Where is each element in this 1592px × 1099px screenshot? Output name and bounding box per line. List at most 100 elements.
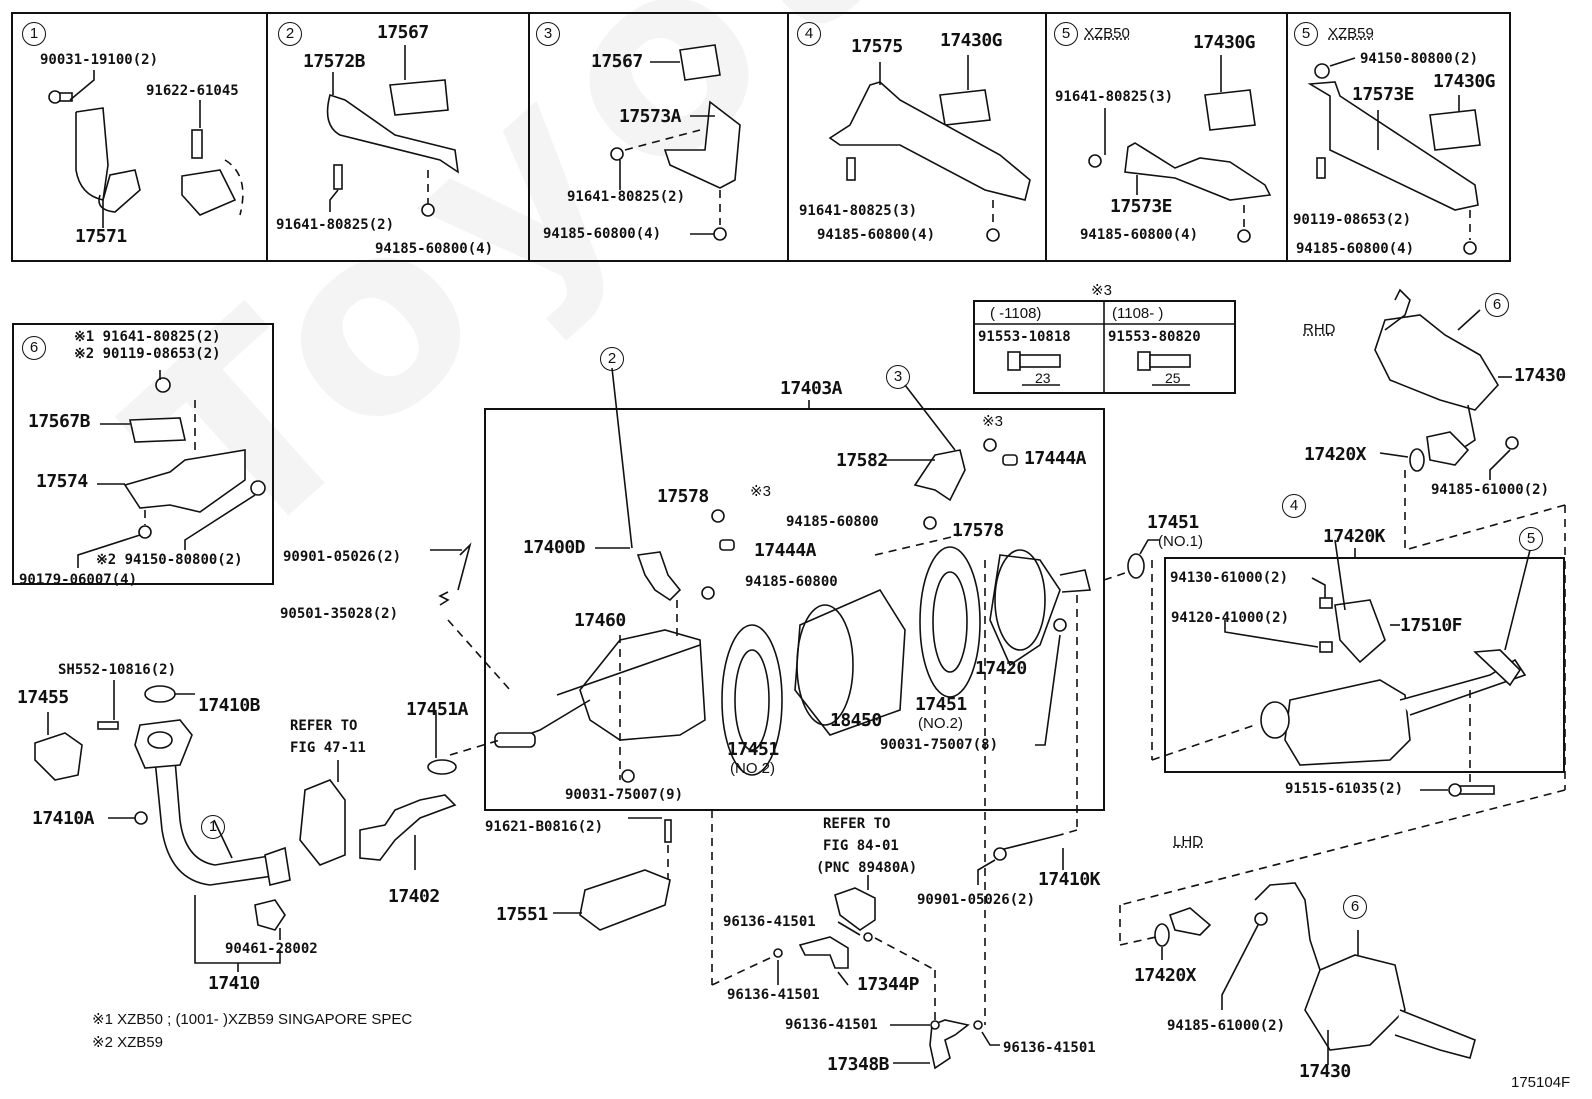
part-label[interactable]: 96136-41501 (727, 987, 820, 1003)
part-label[interactable]: 90031-75007(8) (880, 737, 999, 753)
tailpipe-rhd (1384, 288, 1411, 331)
part-label[interactable]: 90901-05026(2) (283, 549, 402, 565)
part-label[interactable]: ※1 91641-80825(2) (74, 329, 221, 345)
part-label[interactable]: 91641-80825(2) (276, 217, 395, 233)
part-label[interactable]: 17402 (388, 886, 440, 907)
part-label[interactable]: 96136-41501 (1003, 1040, 1096, 1056)
part-label[interactable]: 94185-60800(4) (1080, 227, 1199, 243)
assembly-label[interactable]: 17403A (780, 378, 843, 399)
part-label[interactable]: 17574 (36, 471, 88, 492)
part-label[interactable]: 91622-61045 (146, 83, 239, 99)
part-label[interactable]: 17451 (727, 739, 779, 760)
part-label[interactable]: 17444A (1024, 448, 1087, 469)
part-label[interactable]: 17551 (496, 904, 548, 925)
part-label[interactable]: 91515-61035(2) (1285, 781, 1404, 797)
part-label[interactable]: 17572B (303, 51, 366, 72)
part-label[interactable]: 90501-35028(2) (280, 606, 399, 622)
part-label[interactable]: 17567 (377, 22, 429, 43)
part-label[interactable]: 18450 (830, 710, 882, 731)
part-label[interactable]: 17567 (591, 51, 643, 72)
part-label[interactable]: 94185-60800(4) (1296, 241, 1415, 257)
inset-4-drawing (828, 55, 1031, 242)
part-label[interactable]: 17460 (574, 610, 626, 631)
phantom-line (1119, 934, 1166, 946)
part-label[interactable]: 17444A (754, 540, 817, 561)
part-label[interactable]: 94185-60800(4) (817, 227, 936, 243)
clamp-shape (181, 169, 237, 216)
part-label[interactable]: 94150-80800(2) (1360, 51, 1479, 67)
nut-shape (1053, 618, 1067, 632)
part-label[interactable]: 94185-60800 (745, 574, 838, 590)
part-label[interactable]: 94185-61000(2) (1431, 482, 1550, 498)
clamp-phantom (224, 159, 244, 216)
part-label[interactable]: 90031-19100(2) (40, 52, 159, 68)
part-label[interactable]: 91641-80825(2) (567, 189, 686, 205)
part-label[interactable]: 17344P (857, 974, 920, 995)
part-label[interactable]: 17420 (975, 658, 1027, 679)
nut-shape (986, 228, 1000, 242)
part-label[interactable]: 17451A (406, 699, 469, 720)
callout-4: 4 (1282, 494, 1306, 518)
part-label[interactable]: 17573E (1110, 196, 1173, 217)
part-label[interactable]: 17573E (1352, 84, 1415, 105)
mount-17567-shape (679, 44, 721, 81)
part-label[interactable]: 90031-75007(9) (565, 787, 684, 803)
bolt-shape (97, 721, 119, 730)
flange-lhd (1168, 907, 1212, 936)
assembly-label[interactable]: 17420K (1323, 526, 1386, 547)
part-label[interactable]: 90179-06007(4) (19, 572, 138, 588)
part-label[interactable]: 17573A (619, 106, 682, 127)
bolt-head-shape (1088, 154, 1102, 168)
nut-shape (1254, 912, 1268, 926)
part-label[interactable]: 17420X (1134, 965, 1197, 986)
part-label[interactable]: 17430G (940, 30, 1003, 51)
bolt-table-range: (1108- ) (1112, 305, 1164, 322)
part-label[interactable]: 96136-41501 (723, 914, 816, 930)
part-label[interactable]: 17451 (1147, 512, 1199, 533)
bracket-17574-shape (123, 449, 246, 513)
part-label[interactable]: 17451 (915, 694, 967, 715)
part-label[interactable]: 17430 (1514, 365, 1566, 386)
part-label[interactable]: 17510F (1400, 615, 1463, 636)
part-label[interactable]: 94185-60800 (786, 514, 879, 530)
part-label[interactable]: 17410B (198, 695, 261, 716)
part-label[interactable]: 17420X (1304, 444, 1367, 465)
part-label[interactable]: 94120-41000(2) (1171, 610, 1290, 626)
part-label[interactable]: 90461-28002 (225, 941, 318, 957)
part-label[interactable]: 17348B (827, 1054, 890, 1075)
flange-shape (134, 719, 193, 769)
part-label[interactable]: 90901-05026(2) (917, 892, 1036, 908)
part-label[interactable]: 94185-60800(4) (543, 226, 662, 242)
part-label[interactable]: 17578 (952, 520, 1004, 541)
part-label[interactable]: 96136-41501 (785, 1017, 878, 1033)
part-label[interactable]: 17430G (1433, 71, 1496, 92)
part-label[interactable]: 94185-61000(2) (1167, 1018, 1286, 1034)
part-label[interactable]: 90119-08653(2) (1293, 212, 1412, 228)
flange-rhd (1426, 431, 1470, 466)
bolt-table-part[interactable]: 91553-10818 (978, 329, 1071, 345)
part-label[interactable]: 17582 (836, 450, 888, 471)
part-label[interactable]: 17430G (1193, 32, 1256, 53)
part-label[interactable]: ※2 94150-80800(2) (96, 552, 243, 568)
bolt-shank-shape (1149, 354, 1191, 368)
part-label[interactable]: 17410K (1038, 869, 1101, 890)
part-label[interactable]: 94130-61000(2) (1170, 570, 1289, 586)
part-label[interactable]: ※2 90119-08653(2) (74, 346, 221, 362)
part-label[interactable]: 91641-80825(3) (1055, 89, 1174, 105)
part-label[interactable]: 17567B (28, 411, 91, 432)
part-label[interactable]: 17575 (851, 36, 903, 57)
nut-shape (250, 480, 266, 496)
bolt-table-part[interactable]: 91553-80820 (1108, 329, 1201, 345)
bolt-head-shape (610, 147, 624, 161)
part-label[interactable]: 17455 (17, 687, 69, 708)
part-label[interactable]: 17400D (523, 537, 586, 558)
part-label[interactable]: 94185-60800(4) (375, 241, 494, 257)
part-label[interactable]: 17578 (657, 486, 709, 507)
part-label[interactable]: SH552-10816(2) (58, 662, 177, 678)
part-label[interactable]: 17571 (75, 226, 127, 247)
part-label[interactable]: 91621-B0816(2) (485, 819, 604, 835)
part-label[interactable]: 17410A (32, 808, 95, 829)
part-label[interactable]: 91641-80825(3) (799, 203, 918, 219)
part-label[interactable]: 17430 (1299, 1061, 1351, 1082)
part-label[interactable]: 17410 (208, 973, 260, 994)
